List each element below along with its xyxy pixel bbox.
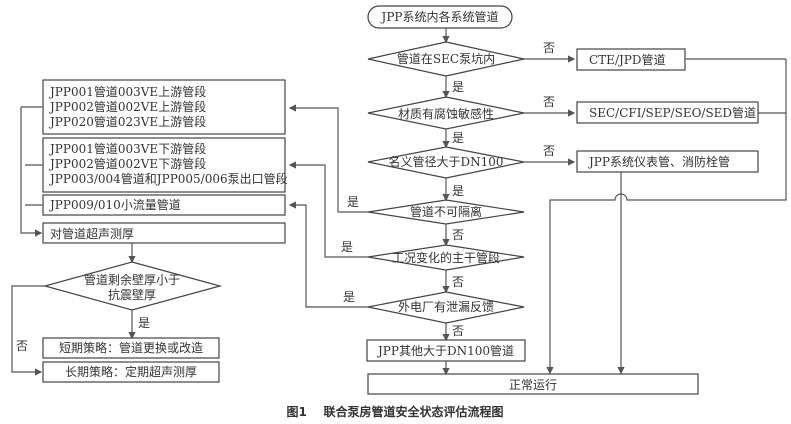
- downstream-line: JPP003/004管道和JPP005/006泵出口管段: [48, 171, 288, 186]
- start-text: JPP系统内各系统管道: [380, 9, 499, 24]
- label-yes: 是: [452, 184, 464, 198]
- box-instrument-pipes-text: JPP系统仪表管、消防栓管: [587, 154, 730, 169]
- decision-sec-pit-text: 管道在SEC泵坑内: [397, 51, 495, 66]
- label-yes: 是: [341, 240, 353, 254]
- label-no: 否: [16, 339, 28, 353]
- decision-wall-thickness-text: 管道剩余壁厚小于: [84, 272, 180, 287]
- box-long-term-text: 长期策略：定期超声测厚: [65, 364, 197, 379]
- decision-wall-thickness-text: 抗震壁厚: [108, 287, 156, 302]
- box-downstream: [42, 137, 286, 193]
- label-no: 否: [452, 324, 464, 338]
- figure-caption: 图1 联合泵房管道安全状态评估流程图: [286, 404, 503, 419]
- downstream-line: JPP002管道002VE下游管段: [48, 156, 206, 171]
- label-yes: 是: [452, 80, 464, 94]
- downstream-line: JPP001管道003VE下游管段: [48, 141, 206, 156]
- upstream-line: JPP001管道003VE上游管段: [48, 84, 206, 99]
- box-long-term: [42, 361, 220, 383]
- box-short-term: [42, 337, 220, 359]
- box-ultrasonic: [42, 222, 286, 244]
- box-short-term-text: 短期策略：管道更换或改造: [59, 340, 203, 355]
- box-other-pipes-text: JPP其他大于DN100管道: [376, 343, 514, 358]
- label-no: 否: [543, 144, 555, 158]
- decision-corrosion-text: 材质有腐蚀敏感性: [398, 106, 494, 121]
- decision-not-isolatable-text: 管道不可隔离: [410, 204, 482, 219]
- upstream-line: JPP002管道002VE上游管段: [48, 99, 206, 114]
- box-upstream: [42, 79, 286, 135]
- label-yes: 是: [138, 316, 150, 330]
- box-normal-operation: [367, 373, 699, 395]
- label-yes: 是: [347, 195, 359, 209]
- label-no: 否: [452, 275, 464, 289]
- label-yes: 是: [343, 290, 355, 304]
- upstream-line: JPP020管道023VE上游管段: [48, 114, 206, 129]
- box-sec-cfi-text: SEC/CFI/SEP/SEO/SED管道: [589, 105, 756, 120]
- label-no: 否: [543, 41, 555, 55]
- label-yes: 是: [452, 131, 464, 145]
- label-no: 否: [452, 228, 464, 242]
- decision-main-section-text: 工况变化的主干管段: [392, 250, 500, 265]
- box-normal-operation-text: 正常运行: [509, 378, 557, 392]
- box-ultrasonic-text: 对管道超声测厚: [50, 226, 134, 241]
- label-no: 否: [543, 95, 555, 109]
- start-node: [367, 5, 513, 29]
- box-instrument-pipes: [576, 150, 759, 173]
- box-small-flow-text: JPP009/010小流量管道: [48, 197, 181, 212]
- decision-dn100-text: 名义管径大于DN100: [388, 154, 503, 169]
- decision-leak-feedback-text: 外电厂有泄漏反馈: [398, 300, 494, 314]
- box-cte-jpd-text: CTE/JPD管道: [589, 52, 666, 67]
